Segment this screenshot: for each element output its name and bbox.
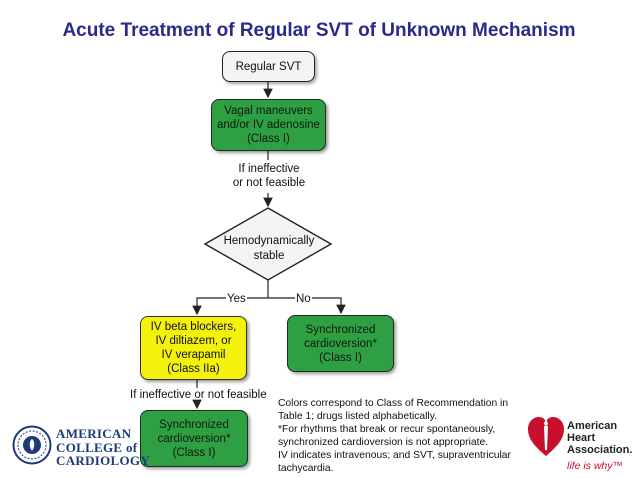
acc-line-2: COLLEGE of (56, 439, 138, 455)
footnote: Colors correspond to Class of Recommenda… (278, 397, 526, 475)
sync-right-line-2: cardioversion* (304, 337, 377, 350)
sync-bottom-node: Synchronized cardioversion* (Class I) (140, 410, 248, 467)
footnote-line-2: Table 1; drugs listed alphabetically. (278, 411, 437, 422)
aha-line-1: American (567, 420, 618, 432)
ineffective-label-2: If ineffective or not feasible (130, 389, 267, 401)
no-label: No (295, 292, 312, 306)
sync-bottom-line-1: Synchronized (159, 418, 229, 431)
footnote-line-4: synchronized cardioversion is not approp… (278, 437, 489, 448)
ineffective-label-1: If ineffective or not feasible (218, 162, 320, 190)
acc-wordmark: AMERICAN COLLEGE of CARDIOLOGY (56, 427, 150, 468)
decision-line-2: stable (253, 250, 285, 262)
start-label: Regular SVT (235, 60, 302, 73)
footnote-line-6: tachycardia. (278, 463, 334, 474)
drugs-line-3: IV verapamil (161, 349, 226, 361)
acc-line-1: AMERICAN (56, 426, 132, 441)
decision-line-1: Hemodynamically (223, 235, 315, 247)
drugs-class: (Class IIa) (167, 363, 220, 375)
footnote-line-3: *For rhythms that break or recur spontan… (278, 424, 496, 435)
sync-right-line-1: Synchronized (305, 323, 376, 336)
aha-wordmark: American Heart Association. (567, 420, 632, 456)
aha-logo: American Heart Association. life is why™ (527, 414, 632, 474)
drugs-line-2: IV diltiazem, or (155, 335, 232, 347)
acc-seal-icon (12, 425, 52, 465)
start-node: Regular SVT (222, 51, 315, 82)
acc-logo: AMERICAN COLLEGE of CARDIOLOGY (12, 425, 150, 469)
yes-label: Yes (226, 292, 247, 306)
sync-right-node: Synchronized cardioversion* (Class I) (287, 315, 394, 372)
page-title: Acute Treatment of Regular SVT of Unknow… (62, 20, 576, 41)
acc-line-3: CARDIOLOGY (56, 453, 151, 468)
footnote-line-1: Colors correspond to Class of Recommenda… (278, 398, 509, 409)
decision-label: Hemodynamically stable (205, 234, 333, 264)
sync-right-class: (Class I) (319, 351, 362, 364)
drugs-node: IV beta blockers, IV diltiazem, or IV ve… (140, 316, 247, 380)
aha-line-2: Heart (567, 432, 596, 444)
aha-heart-torch-icon (528, 417, 564, 456)
footnote-line-5: IV indicates intravenous; and SVT, supra… (278, 450, 511, 461)
sync-bottom-class: (Class I) (172, 446, 216, 459)
vagal-node: Vagal maneuvers and/or IV adenosine (Cla… (211, 99, 326, 151)
arrow-no (268, 297, 346, 315)
ineffective-1-line-2: or not feasible (232, 177, 306, 189)
sync-bottom-line-2: cardioversion* (157, 432, 231, 445)
vagal-line-2: and/or IV adenosine (217, 119, 320, 131)
vagal-class: (Class I) (247, 133, 290, 145)
vagal-line-1: Vagal maneuvers (224, 105, 313, 117)
drugs-line-1: IV beta blockers, (150, 321, 237, 333)
aha-tagline: life is why™ (567, 460, 624, 472)
ineffective-1-line-1: If ineffective (238, 163, 300, 175)
aha-line-3: Association. (567, 444, 633, 456)
